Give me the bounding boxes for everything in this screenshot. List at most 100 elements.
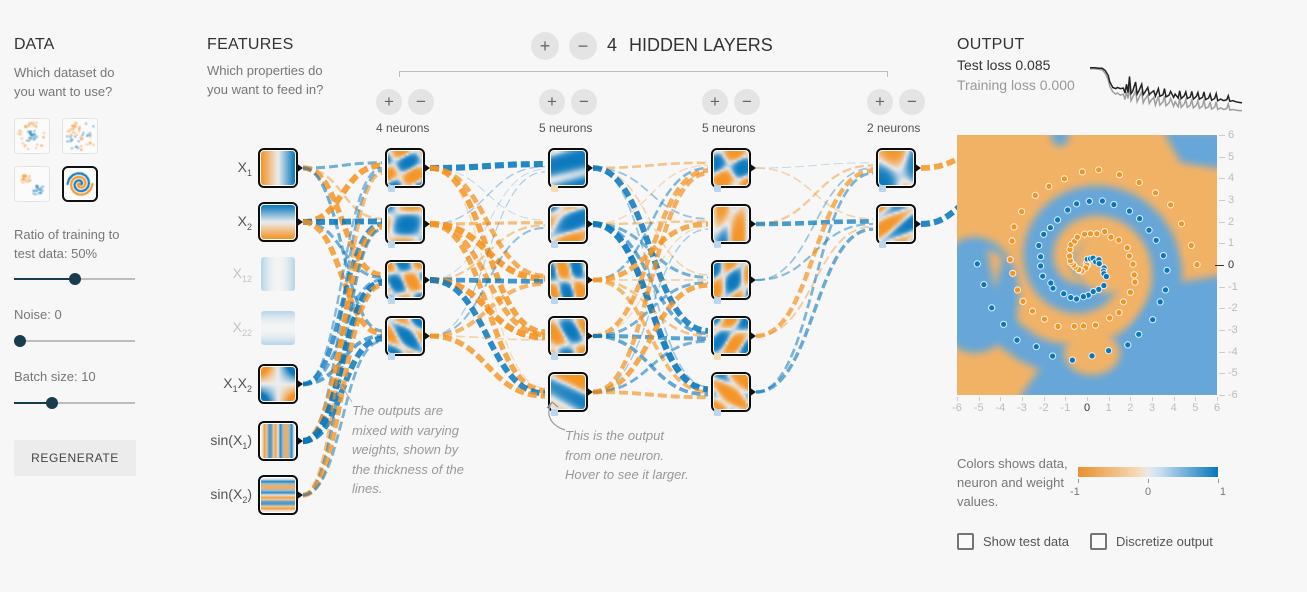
y-tick--3: -3 (1228, 324, 1238, 336)
neuron-l1-n1[interactable] (385, 148, 430, 192)
show-test-data-row: Show test data (957, 533, 1069, 550)
dataset-thumb-xor[interactable] (62, 117, 98, 154)
neuron-l2-n4[interactable] (548, 316, 593, 360)
test-loss: Test loss 0.085 (957, 57, 1051, 73)
dataset-thumb-circle[interactable] (14, 117, 50, 154)
neuron-l3-n3[interactable] (711, 260, 756, 304)
feature-node-x12[interactable] (258, 254, 298, 294)
feature-label-x1: X1 (237, 159, 252, 178)
y-tick-6: 6 (1228, 129, 1235, 141)
slider-label-2: Batch size: 10 (14, 369, 96, 385)
slider-label-0: Ratio of training to test data: 50% (14, 226, 120, 261)
x-tick--1: -1 (1060, 402, 1071, 414)
x-tick-0: 0 (1083, 402, 1091, 414)
x-tick-1: 1 (1105, 402, 1112, 414)
hidden-layers-title: 4 HIDDEN LAYERS (607, 35, 785, 56)
y-tick-3: 3 (1228, 194, 1235, 206)
colorbar-gradient (1078, 467, 1218, 477)
show-test-data-label: Show test data (983, 534, 1069, 549)
test-loss-value: 0.085 (1015, 57, 1051, 73)
y-tick--1: -1 (1228, 280, 1238, 293)
feature-node-x2[interactable] (258, 202, 303, 242)
feature-node-sinx2[interactable] (258, 475, 303, 515)
neuron-l3-n4[interactable] (711, 316, 756, 360)
neuron-l2-n2[interactable] (548, 204, 593, 248)
training-loss-value: 0.000 (1039, 77, 1075, 93)
neuron-l2-n1[interactable] (548, 148, 593, 192)
hidden-layers-label: HIDDEN LAYERS (629, 35, 773, 55)
slider-knob-2[interactable] (45, 397, 58, 410)
add-neuron-button-l3[interactable]: + (702, 89, 728, 115)
add-neuron-button-l4[interactable]: + (867, 89, 893, 115)
remove-neuron-button-l4[interactable]: − (899, 89, 925, 115)
colorbar-tick-1: 1 (1219, 486, 1226, 498)
neuron-l3-n2[interactable] (711, 204, 756, 248)
feature-row-x2: X2 (186, 202, 306, 242)
annotation-neuron-output: This is the output from one neuron. Hove… (565, 428, 689, 482)
dataset-thumb-spiral[interactable] (62, 165, 98, 202)
hidden-layers-count: 4 (607, 35, 618, 55)
data-question: Which dataset do you want to use? (14, 65, 115, 99)
dataset-thumb-gauss[interactable] (14, 165, 50, 202)
add-neuron-button-l1[interactable]: + (376, 89, 402, 115)
feature-node-x1[interactable] (258, 148, 303, 188)
features-title: FEATURES (207, 36, 294, 53)
training-loss: Training loss 0.000 (957, 77, 1075, 93)
output-title: OUTPUT (957, 36, 1025, 53)
neuron-l4-n2[interactable] (876, 204, 921, 248)
slider-knob-0[interactable] (68, 273, 81, 286)
x-tick-3: 3 (1148, 402, 1156, 414)
annotation-arrow (546, 401, 566, 431)
remove-layer-button[interactable]: − (569, 32, 597, 60)
slider-0[interactable] (14, 272, 135, 286)
feature-row-x12: X12 (186, 254, 306, 294)
add-neuron-button-l2[interactable]: + (539, 89, 565, 115)
neuron-l2-n5[interactable] (548, 372, 593, 416)
remove-neuron-button-l2[interactable]: − (571, 89, 597, 115)
neuron-l3-n1[interactable] (711, 148, 756, 192)
x-tick--2: -2 (1038, 402, 1049, 414)
neuron-l1-n4[interactable] (385, 316, 430, 360)
show-test-data-checkbox[interactable] (957, 533, 974, 550)
neuron-l3-n5[interactable] (711, 372, 756, 416)
discretize-output-label: Discretize output (1116, 534, 1213, 549)
slider-knob-1[interactable] (14, 335, 26, 348)
feature-label-x2: X2 (237, 213, 252, 232)
data-title: DATA (14, 36, 55, 53)
x-tick--3: -3 (1017, 402, 1027, 414)
y-tick-2: 2 (1228, 215, 1235, 228)
feature-label-sinx2: sin(X2) (210, 486, 252, 505)
slider-label-1: Noise: 0 (14, 307, 62, 323)
feature-node-x1x2[interactable] (258, 364, 303, 404)
neuron-l2-n3[interactable] (548, 260, 593, 304)
loss-curve-chart (1090, 66, 1243, 112)
x-tick-4: 4 (1170, 402, 1177, 414)
annotation-weights: The outputs are mixed with varying weigh… (352, 403, 465, 496)
neuron-l1-n2[interactable] (385, 204, 430, 248)
feature-row-x1: X1 (186, 148, 306, 188)
remove-neuron-button-l1[interactable]: − (408, 89, 434, 115)
slider-1[interactable] (14, 334, 135, 348)
neuron-l4-n1[interactable] (876, 148, 921, 192)
y-tick-5: 5 (1228, 150, 1235, 163)
remove-neuron-button-l3[interactable]: − (734, 89, 760, 115)
regenerate-button[interactable]: REGENERATE (14, 440, 136, 477)
y-tick--5: -5 (1228, 367, 1238, 380)
neuron-l1-n3[interactable] (385, 260, 430, 304)
layers-bracket (399, 71, 888, 78)
feature-node-x22[interactable] (258, 308, 298, 348)
y-tick--2: -2 (1228, 302, 1238, 315)
y-tick-1: 1 (1228, 237, 1235, 250)
neuron-count-l3: 5 neurons (702, 121, 756, 135)
add-layer-button[interactable]: + (531, 32, 559, 60)
x-tick--5: -5 (973, 402, 984, 414)
feature-node-sinx1[interactable] (258, 421, 303, 461)
feature-row-x22: X22 (186, 308, 306, 348)
neuron-count-l4: 2 neurons (867, 121, 921, 135)
neuron-count-l1: 4 neurons (376, 121, 430, 135)
slider-2[interactable] (14, 396, 135, 410)
discretize-output-checkbox[interactable] (1090, 533, 1107, 550)
colorbar-caption: Colors shows data, neuron and weight val… (957, 456, 1068, 509)
